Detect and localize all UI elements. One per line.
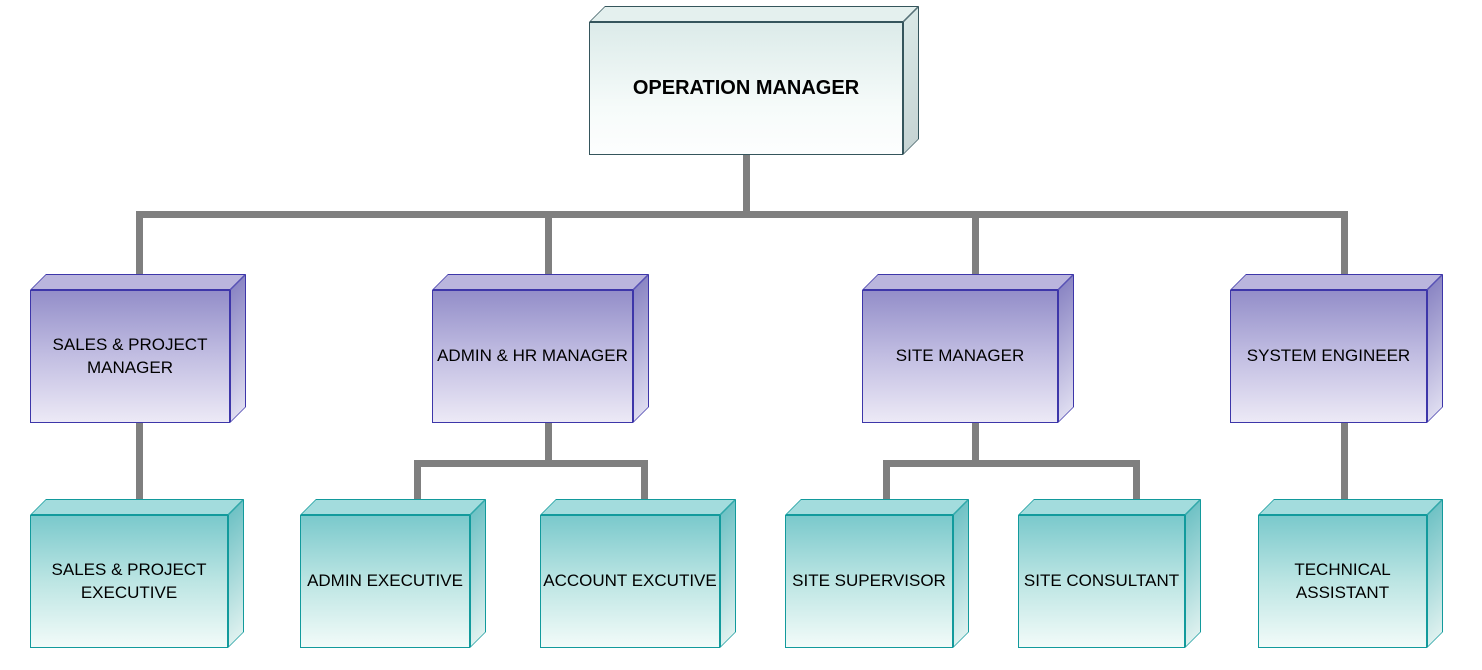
box-front-face: ADMIN EXECUTIVE bbox=[300, 515, 470, 648]
box-front-face: ADMIN & HR MANAGER bbox=[432, 290, 633, 423]
box-top-face bbox=[1258, 499, 1443, 515]
box-front-face: SALES & PROJECT MANAGER bbox=[30, 290, 230, 423]
box-top-face bbox=[30, 274, 246, 290]
node-label: ADMIN & HR MANAGER bbox=[437, 346, 628, 366]
connector-main-bus bbox=[136, 211, 1348, 218]
node-label: TECHNICAL ASSISTANT bbox=[1294, 559, 1391, 602]
connector-site-stem bbox=[972, 420, 979, 467]
box-top-face bbox=[785, 499, 969, 515]
box-top-face bbox=[300, 499, 486, 515]
box-side-face bbox=[470, 499, 486, 648]
connector-site-consultant-drop bbox=[1133, 460, 1140, 515]
connector-site-bus bbox=[883, 460, 1140, 467]
box-top-face bbox=[432, 274, 649, 290]
connector-account-exec-drop bbox=[641, 460, 648, 515]
box-front-face: SITE SUPERVISOR bbox=[785, 515, 953, 648]
box-front-face: ACCOUNT EXCUTIVE bbox=[540, 515, 720, 648]
box-side-face bbox=[230, 274, 246, 423]
connector-site-drop bbox=[972, 211, 979, 296]
node-label: SALES & PROJECT MANAGER bbox=[52, 334, 208, 377]
connector-site-supervisor-drop bbox=[883, 460, 890, 515]
box-top-face bbox=[589, 6, 919, 22]
box-side-face bbox=[1427, 274, 1443, 423]
box-top-face bbox=[1230, 274, 1443, 290]
box-side-face bbox=[903, 6, 919, 155]
box-side-face bbox=[633, 274, 649, 423]
box-top-face bbox=[30, 499, 244, 515]
connector-root-stem bbox=[743, 150, 750, 218]
box-top-face bbox=[862, 274, 1074, 290]
node-label: SITE MANAGER bbox=[895, 346, 1025, 366]
node-label: OPERATION MANAGER bbox=[632, 77, 860, 99]
box-top-face bbox=[1018, 499, 1201, 515]
box-front-face: SYSTEM ENGINEER bbox=[1230, 290, 1427, 423]
connector-admin-stem bbox=[545, 420, 552, 467]
box-front-face: TECHNICAL ASSISTANT bbox=[1258, 515, 1427, 648]
box-front-face: SALES & PROJECT EXECUTIVE bbox=[30, 515, 228, 648]
node-label: SYSTEM ENGINEER bbox=[1246, 346, 1411, 366]
box-side-face bbox=[1427, 499, 1443, 648]
box-side-face bbox=[953, 499, 969, 648]
node-label: ADMIN EXECUTIVE bbox=[307, 571, 463, 591]
connector-admin-drop bbox=[545, 211, 552, 296]
node-label: SALES & PROJECT EXECUTIVE bbox=[51, 559, 207, 602]
box-top-face bbox=[540, 499, 736, 515]
node-label: ACCOUNT EXCUTIVE bbox=[543, 571, 717, 591]
connector-admin-bus bbox=[414, 460, 648, 467]
box-side-face bbox=[228, 499, 244, 648]
box-side-face bbox=[1058, 274, 1074, 423]
box-front-face: SITE CONSULTANT bbox=[1018, 515, 1185, 648]
box-side-face bbox=[720, 499, 736, 648]
box-side-face bbox=[1185, 499, 1201, 648]
box-front-face: SITE MANAGER bbox=[862, 290, 1058, 423]
connector-admin-exec-drop bbox=[414, 460, 421, 515]
node-label: SITE CONSULTANT bbox=[1023, 571, 1180, 591]
box-front-face: OPERATION MANAGER bbox=[589, 22, 903, 155]
node-label: SITE SUPERVISOR bbox=[792, 571, 946, 591]
